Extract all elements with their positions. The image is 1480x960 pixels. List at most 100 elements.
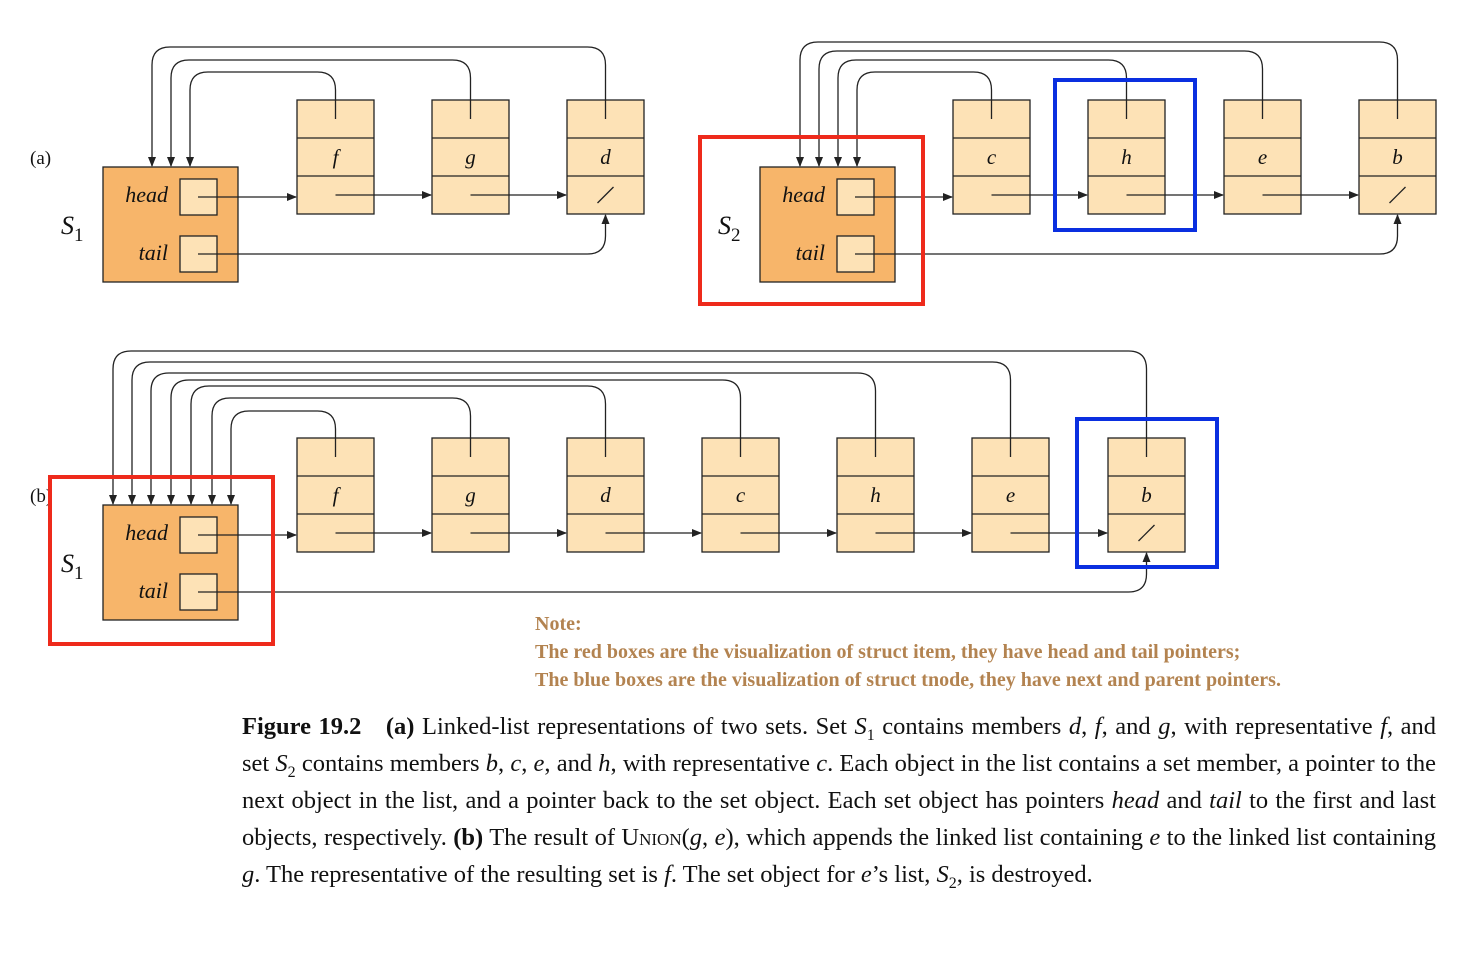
set-name: S2 [718,211,741,246]
node-member-label: d [600,483,611,507]
tail-pointer-arrow [198,214,610,255]
parent-pointer-arrow [187,385,607,505]
caption-text: ( [681,824,690,851]
caption-math: e [714,824,726,851]
caption-math: S [275,750,288,777]
parent-pointer-arrow [167,59,472,167]
panel-a-label: (a) [30,148,51,169]
set-tail-label: tail [139,578,168,603]
node-member-label: b [1141,483,1152,507]
caption-text: ’s list, [871,861,937,888]
parent-pointer-arrow [834,59,1128,167]
set-name: S1 [61,549,84,584]
caption-math-sub: 1 [866,726,875,744]
caption-math: f [664,861,671,888]
caption-math: e [860,861,872,888]
caption-math: e [533,750,545,777]
set-object [102,166,239,283]
caption-text: , [1081,713,1095,740]
caption-math: h [598,750,611,777]
parent-pointer-arrow [148,46,607,167]
set-object [102,504,239,621]
caption-math: S [936,861,949,888]
caption-math: c [510,750,522,777]
caption-figure-label: Figure 19.2 [242,713,362,740]
caption-union: Union [621,824,682,851]
note-line-1: The red boxes are the visualization of s… [535,641,1241,663]
caption-math: c [816,750,828,777]
node-member-label: g [465,483,476,507]
parent-pointer-arrow [186,71,337,167]
blue-box-node [1053,78,1197,232]
set-name: S1 [61,211,84,246]
node-member-label: e [1258,145,1267,169]
parent-pointer-arrow [208,397,472,505]
set-tail-label: tail [139,240,168,265]
node-member-label: h [870,483,881,507]
caption-text: . The set object for [670,861,861,888]
caption-text: and [1159,787,1210,814]
nil-pointer [597,186,614,204]
node-member-label: h [1121,145,1132,169]
caption-part-a: (a) [385,713,415,740]
nil-pointer [1389,186,1406,204]
tail-pointer-arrow [198,552,1151,593]
figure-caption: Figure 19.2 (a) Linked-list representati… [242,708,1436,893]
parent-pointer-arrow [796,41,1399,167]
parent-pointer-arrow [853,71,993,167]
caption-word: head [1111,787,1160,814]
node-member-label: f [333,145,342,169]
set-object [759,166,896,283]
set-head-label: head [782,182,826,207]
set-tail-label: tail [796,240,825,265]
parent-pointer-arrow [227,410,337,505]
set-head-label: head [125,182,169,207]
parent-pointer-arrow [815,50,1264,167]
caption-text: ) [725,824,734,851]
node-member-label: d [600,145,611,169]
parent-pointer-arrow [109,350,1148,505]
caption-math: g [689,824,703,851]
caption-math: S [854,713,867,740]
caption-math: g [1158,713,1171,740]
blue-box-node [1075,417,1219,569]
caption-text: contains members [874,713,1069,740]
caption-text: , with representative [1170,713,1381,740]
caption-text: , which appends the linked list containi… [733,824,1150,851]
parent-pointer-arrow [167,379,742,505]
caption-math: e [1149,824,1161,851]
caption-text: , and [1101,713,1159,740]
tail-pointer-arrow [855,214,1402,255]
panel-b-label: (b) [30,486,52,507]
caption-text: Linked-list representations of two sets.… [414,713,855,740]
caption-text: , and set [242,713,1437,777]
caption-text: to the linked list containing [1160,824,1437,851]
note-line-2: The blue boxes are the visualization of … [535,669,1281,691]
caption-math: g [242,861,255,888]
set-head-label: head [125,520,169,545]
note-title: Note: [535,613,582,635]
caption-math: f [1380,713,1387,740]
caption-part-b: (b) [453,824,484,851]
note: Note: The red boxes are the visualizatio… [535,610,1455,694]
caption-math: f [1094,713,1102,740]
parent-pointer-arrow [128,361,1012,505]
caption-math-sub: 2 [948,874,957,892]
caption-text: contains members [295,750,486,777]
parent-pointer-arrow [147,372,877,505]
caption-text: , [702,824,715,851]
node-member-label: c [736,483,746,507]
red-box-set-object [698,135,925,306]
node-member-label: e [1006,483,1015,507]
caption-text: . Each object in the list contains a set… [242,750,1437,814]
node-member-label: g [465,145,476,169]
node-member-label: b [1392,145,1403,169]
caption-math: d [1068,713,1082,740]
caption-word: tail [1209,787,1242,814]
red-box-set-object [48,475,275,646]
caption-math: b [485,750,498,777]
caption-text: , is destroyed. [956,861,1093,888]
caption-text: to the first and last objects, respectiv… [242,787,1436,851]
caption-text: . The representative of the resulting se… [254,861,665,888]
